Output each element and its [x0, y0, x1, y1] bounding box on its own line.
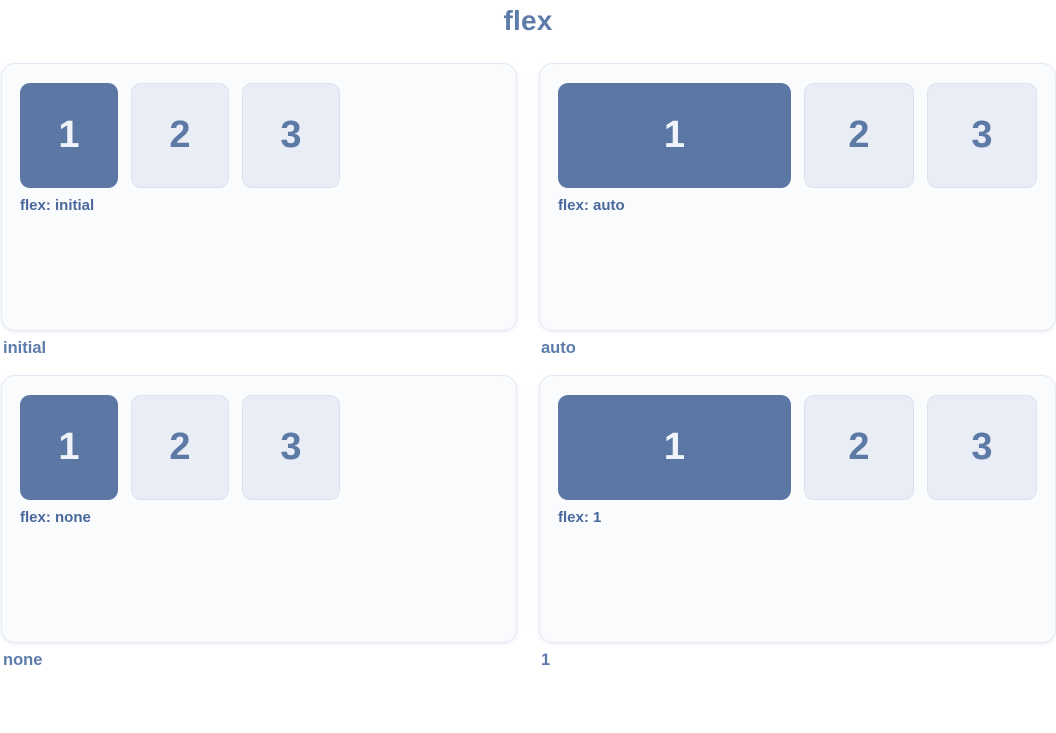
flex-container: 1 2 3	[20, 395, 498, 500]
panel-cell-1: 1 2 3 flex: 1 1	[539, 375, 1056, 687]
flex-value-label: flex: 1	[558, 509, 602, 526]
flex-item-2: 2	[804, 395, 914, 500]
flex-container: 1 2 3	[558, 395, 1037, 500]
panel-caption-auto: auto	[541, 339, 576, 357]
demo-panel-none: 1 2 3 flex: none	[1, 375, 517, 643]
flex-item-3: 3	[242, 395, 340, 500]
flex-item-1-highlighted: 1	[20, 395, 118, 500]
flex-item-2: 2	[804, 83, 914, 188]
flex-item-3: 3	[242, 83, 340, 188]
flex-container: 1 2 3	[20, 83, 498, 188]
flex-item-2: 2	[131, 395, 229, 500]
demo-panel-initial: 1 2 3 flex: initial	[1, 63, 517, 331]
flex-item-3: 3	[927, 395, 1037, 500]
flex-value-label: flex: auto	[558, 197, 625, 214]
flex-item-1-highlighted: 1	[20, 83, 118, 188]
panel-cell-initial: 1 2 3 flex: initial initial	[1, 63, 518, 375]
demo-panel-1: 1 2 3 flex: 1	[539, 375, 1056, 643]
flex-item-3: 3	[927, 83, 1037, 188]
flex-value-label: flex: initial	[20, 197, 95, 214]
panel-cell-auto: 1 2 3 flex: auto auto	[539, 63, 1056, 375]
flex-item-2: 2	[131, 83, 229, 188]
flex-value-label: flex: none	[20, 509, 91, 526]
page-title: flex	[503, 5, 553, 36]
panel-caption-none: none	[3, 651, 43, 669]
flex-container: 1 2 3	[558, 83, 1037, 188]
panel-grid: 1 2 3 flex: initial initial 1 2 3 flex: …	[0, 63, 1056, 687]
demo-panel-auto: 1 2 3 flex: auto	[539, 63, 1056, 331]
panel-caption-1: 1	[541, 651, 551, 669]
panel-cell-none: 1 2 3 flex: none none	[1, 375, 518, 687]
flex-item-1-highlighted: 1	[558, 395, 791, 500]
panel-caption-initial: initial	[3, 339, 47, 357]
flex-item-1-highlighted: 1	[558, 83, 791, 188]
